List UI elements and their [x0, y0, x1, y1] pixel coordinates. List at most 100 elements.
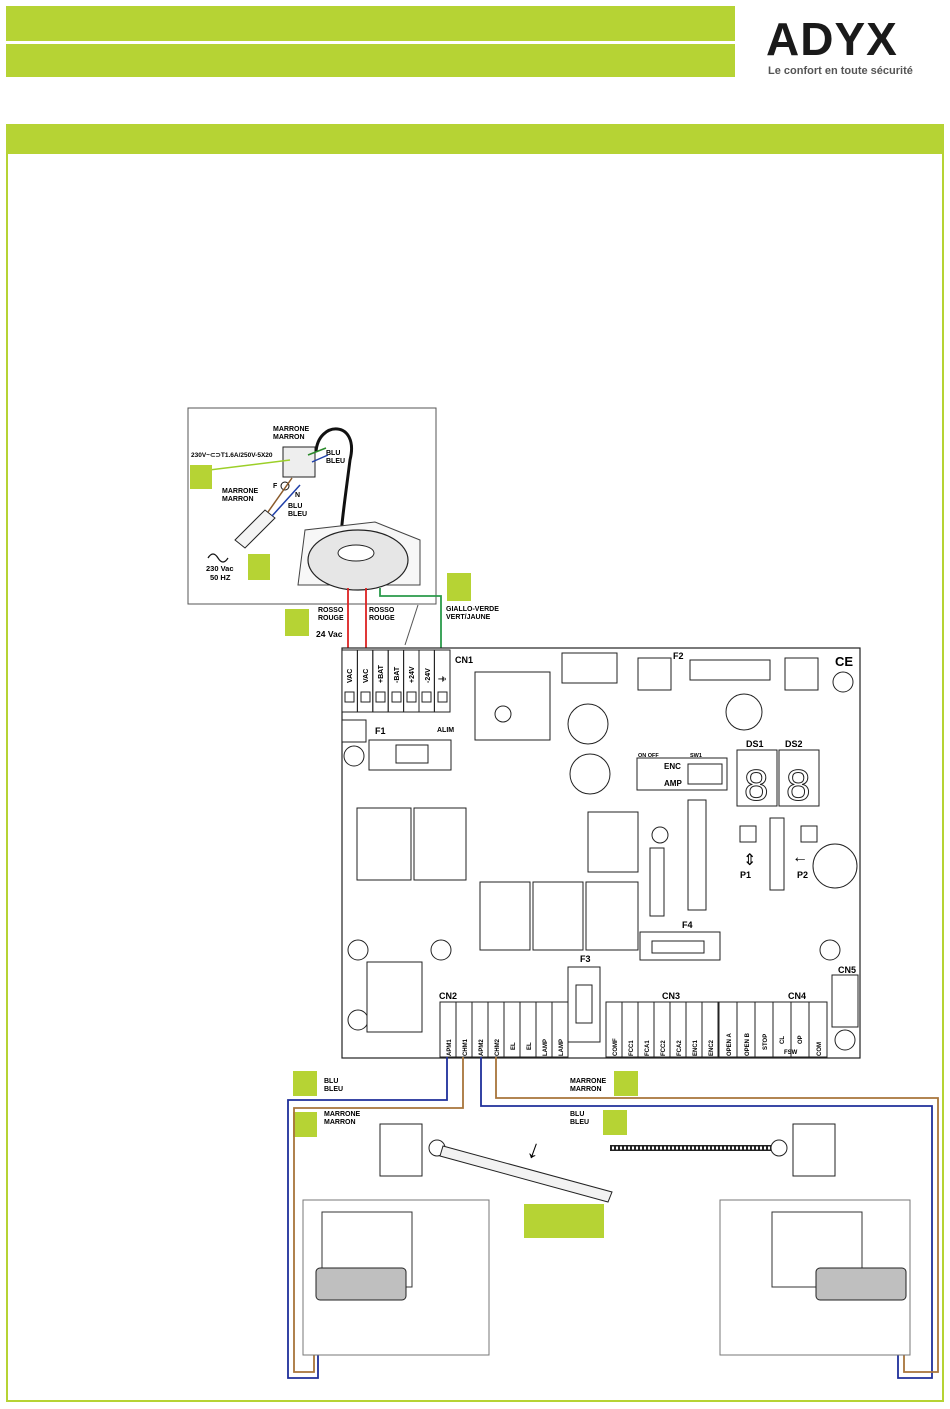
relay-6: [585, 881, 639, 951]
wire-blue-a: [311, 454, 329, 463]
label-marron-right: MARRON: [570, 1086, 602, 1093]
cn4-t1: OPEN A: [727, 1033, 733, 1056]
mount-hole-5: [430, 939, 452, 961]
label-marrone-mid: MARRONE: [222, 488, 258, 495]
open-arrow-icon: ↓: [523, 1133, 545, 1166]
step-marker-7: [614, 1071, 638, 1096]
cn4-t5: OP: [798, 1035, 804, 1044]
mount-hole-3: [651, 826, 669, 844]
label-enc: ENC: [664, 762, 681, 771]
fuse-f2: [689, 659, 771, 681]
step-marker-1: [190, 465, 212, 489]
button-p2[interactable]: [800, 825, 818, 843]
cn2-t1: APM1: [447, 1039, 453, 1056]
wire-blue-motor-left: [287, 1057, 448, 1379]
wire-blue-mains: [271, 484, 301, 517]
terminal-f: F: [273, 483, 278, 490]
fuse-f4-body: [651, 940, 705, 954]
label-bleu-right: BLEU: [570, 1119, 589, 1126]
label-marrone-right: MARRONE: [570, 1078, 606, 1085]
cn3-terminal-block: COMF FCC1 FCA1 FCC2 FCA2 ENC1 ENC2: [605, 1001, 719, 1058]
step-marker-6: [293, 1112, 317, 1137]
ic-strip: [687, 799, 707, 911]
mount-hole-2: [343, 745, 365, 767]
sine-icon: [207, 553, 229, 563]
left-arrow-icon: ←: [792, 849, 808, 866]
cn5-connector: [831, 974, 859, 1028]
step-marker-5: [293, 1071, 317, 1096]
cn1-t1: VAC: [347, 669, 354, 683]
cn1-t6: -24V: [425, 668, 432, 683]
step-marker-8: [603, 1110, 627, 1135]
label-p1: P1: [740, 870, 751, 880]
cn1-t5: +24V: [409, 666, 416, 683]
button-p1[interactable]: [739, 825, 757, 843]
gate-leaf-left: [439, 1145, 613, 1203]
wire-brown-motor-left: [293, 1057, 464, 1373]
fuse-f1-body: [395, 744, 429, 764]
label-f3: F3: [580, 954, 591, 964]
brand-logo: ADYX Le confort en toute sécurité: [766, 10, 946, 85]
ds1-digits: 8: [744, 761, 768, 810]
mains-voltage: 230 Vac: [206, 564, 234, 573]
label-fsw: FSW: [784, 1050, 798, 1056]
label-marron-mid: MARRON: [222, 496, 254, 503]
cn3-t1: COMF: [613, 1038, 619, 1056]
cn4-t3: STOP: [763, 1034, 769, 1050]
cn3-t5: FCA2: [677, 1040, 683, 1056]
cn1-t4: -BAT: [394, 666, 401, 683]
brand-tagline: Le confort en toute sécurité: [768, 65, 913, 77]
fuse-spec: 230V~⊂⊃T1.6A/250V-5X20: [191, 452, 273, 459]
wire-blue-motor-right: [480, 1057, 933, 1379]
mains-frequency: 50 HZ: [210, 573, 231, 582]
label-cn4: CN4: [788, 991, 806, 1001]
step-marker-2: [248, 554, 270, 580]
cn2-t8: LAMP: [559, 1039, 565, 1056]
label-marron-left: MARRON: [324, 1119, 356, 1126]
cn3-t4: FCC2: [661, 1040, 667, 1056]
label-cn3: CN3: [662, 991, 680, 1001]
terminal-n: N: [295, 492, 300, 499]
component-square-1: [341, 719, 367, 743]
label-rouge-2: ROUGE: [369, 615, 395, 622]
label-f1: F1: [375, 726, 386, 736]
label-marron-top: MARRON: [273, 434, 305, 441]
ce-mark: CE: [835, 654, 853, 669]
terminal-block-mains: [282, 446, 316, 478]
wire-green-a: [307, 447, 327, 456]
regulator-1: [637, 657, 672, 691]
cn4-t4: CL: [780, 1036, 786, 1044]
cn1-t3: +BAT: [378, 664, 385, 683]
label-sw1: SW1: [690, 753, 702, 759]
fuse-f3-body: [575, 984, 593, 1024]
wire-brown-motor-right: [495, 1057, 939, 1373]
wire-brown-mains: [267, 477, 293, 513]
label-blu-mid: BLU: [288, 503, 302, 510]
dip-switch-sw1[interactable]: [687, 763, 723, 785]
label-onoff: ON OFF: [638, 753, 659, 759]
header-bar-bottom: [6, 44, 735, 77]
label-blu-top: BLU: [326, 450, 340, 457]
ds2-digits: 8: [786, 761, 810, 810]
cn3-t2: FCC1: [629, 1040, 635, 1056]
hinge-right: [770, 1139, 788, 1157]
cn2-t5: EL: [511, 1042, 517, 1050]
capacitor-3: [725, 693, 763, 731]
step-marker-3: [447, 573, 471, 601]
heatsink-screw: [494, 705, 512, 723]
cn2-t3: APM2: [479, 1039, 485, 1056]
ic-tall: [769, 817, 785, 891]
label-rosso-1: ROSSO: [318, 607, 344, 614]
ic-chip: [649, 847, 665, 917]
toroid-hole: [337, 544, 375, 562]
label-cn2: CN2: [439, 991, 457, 1001]
gate-post-right: [792, 1123, 836, 1177]
wire-green-yellow: [379, 588, 442, 655]
mount-hole-1: [832, 671, 854, 693]
cn4-t6: COM: [817, 1042, 823, 1056]
label-rosso-2: ROSSO: [369, 607, 395, 614]
cn3-t3: FCA1: [645, 1040, 651, 1056]
section-header: [8, 126, 942, 154]
cn3-t6: ENC1: [693, 1039, 699, 1056]
relay-top: [561, 652, 618, 684]
